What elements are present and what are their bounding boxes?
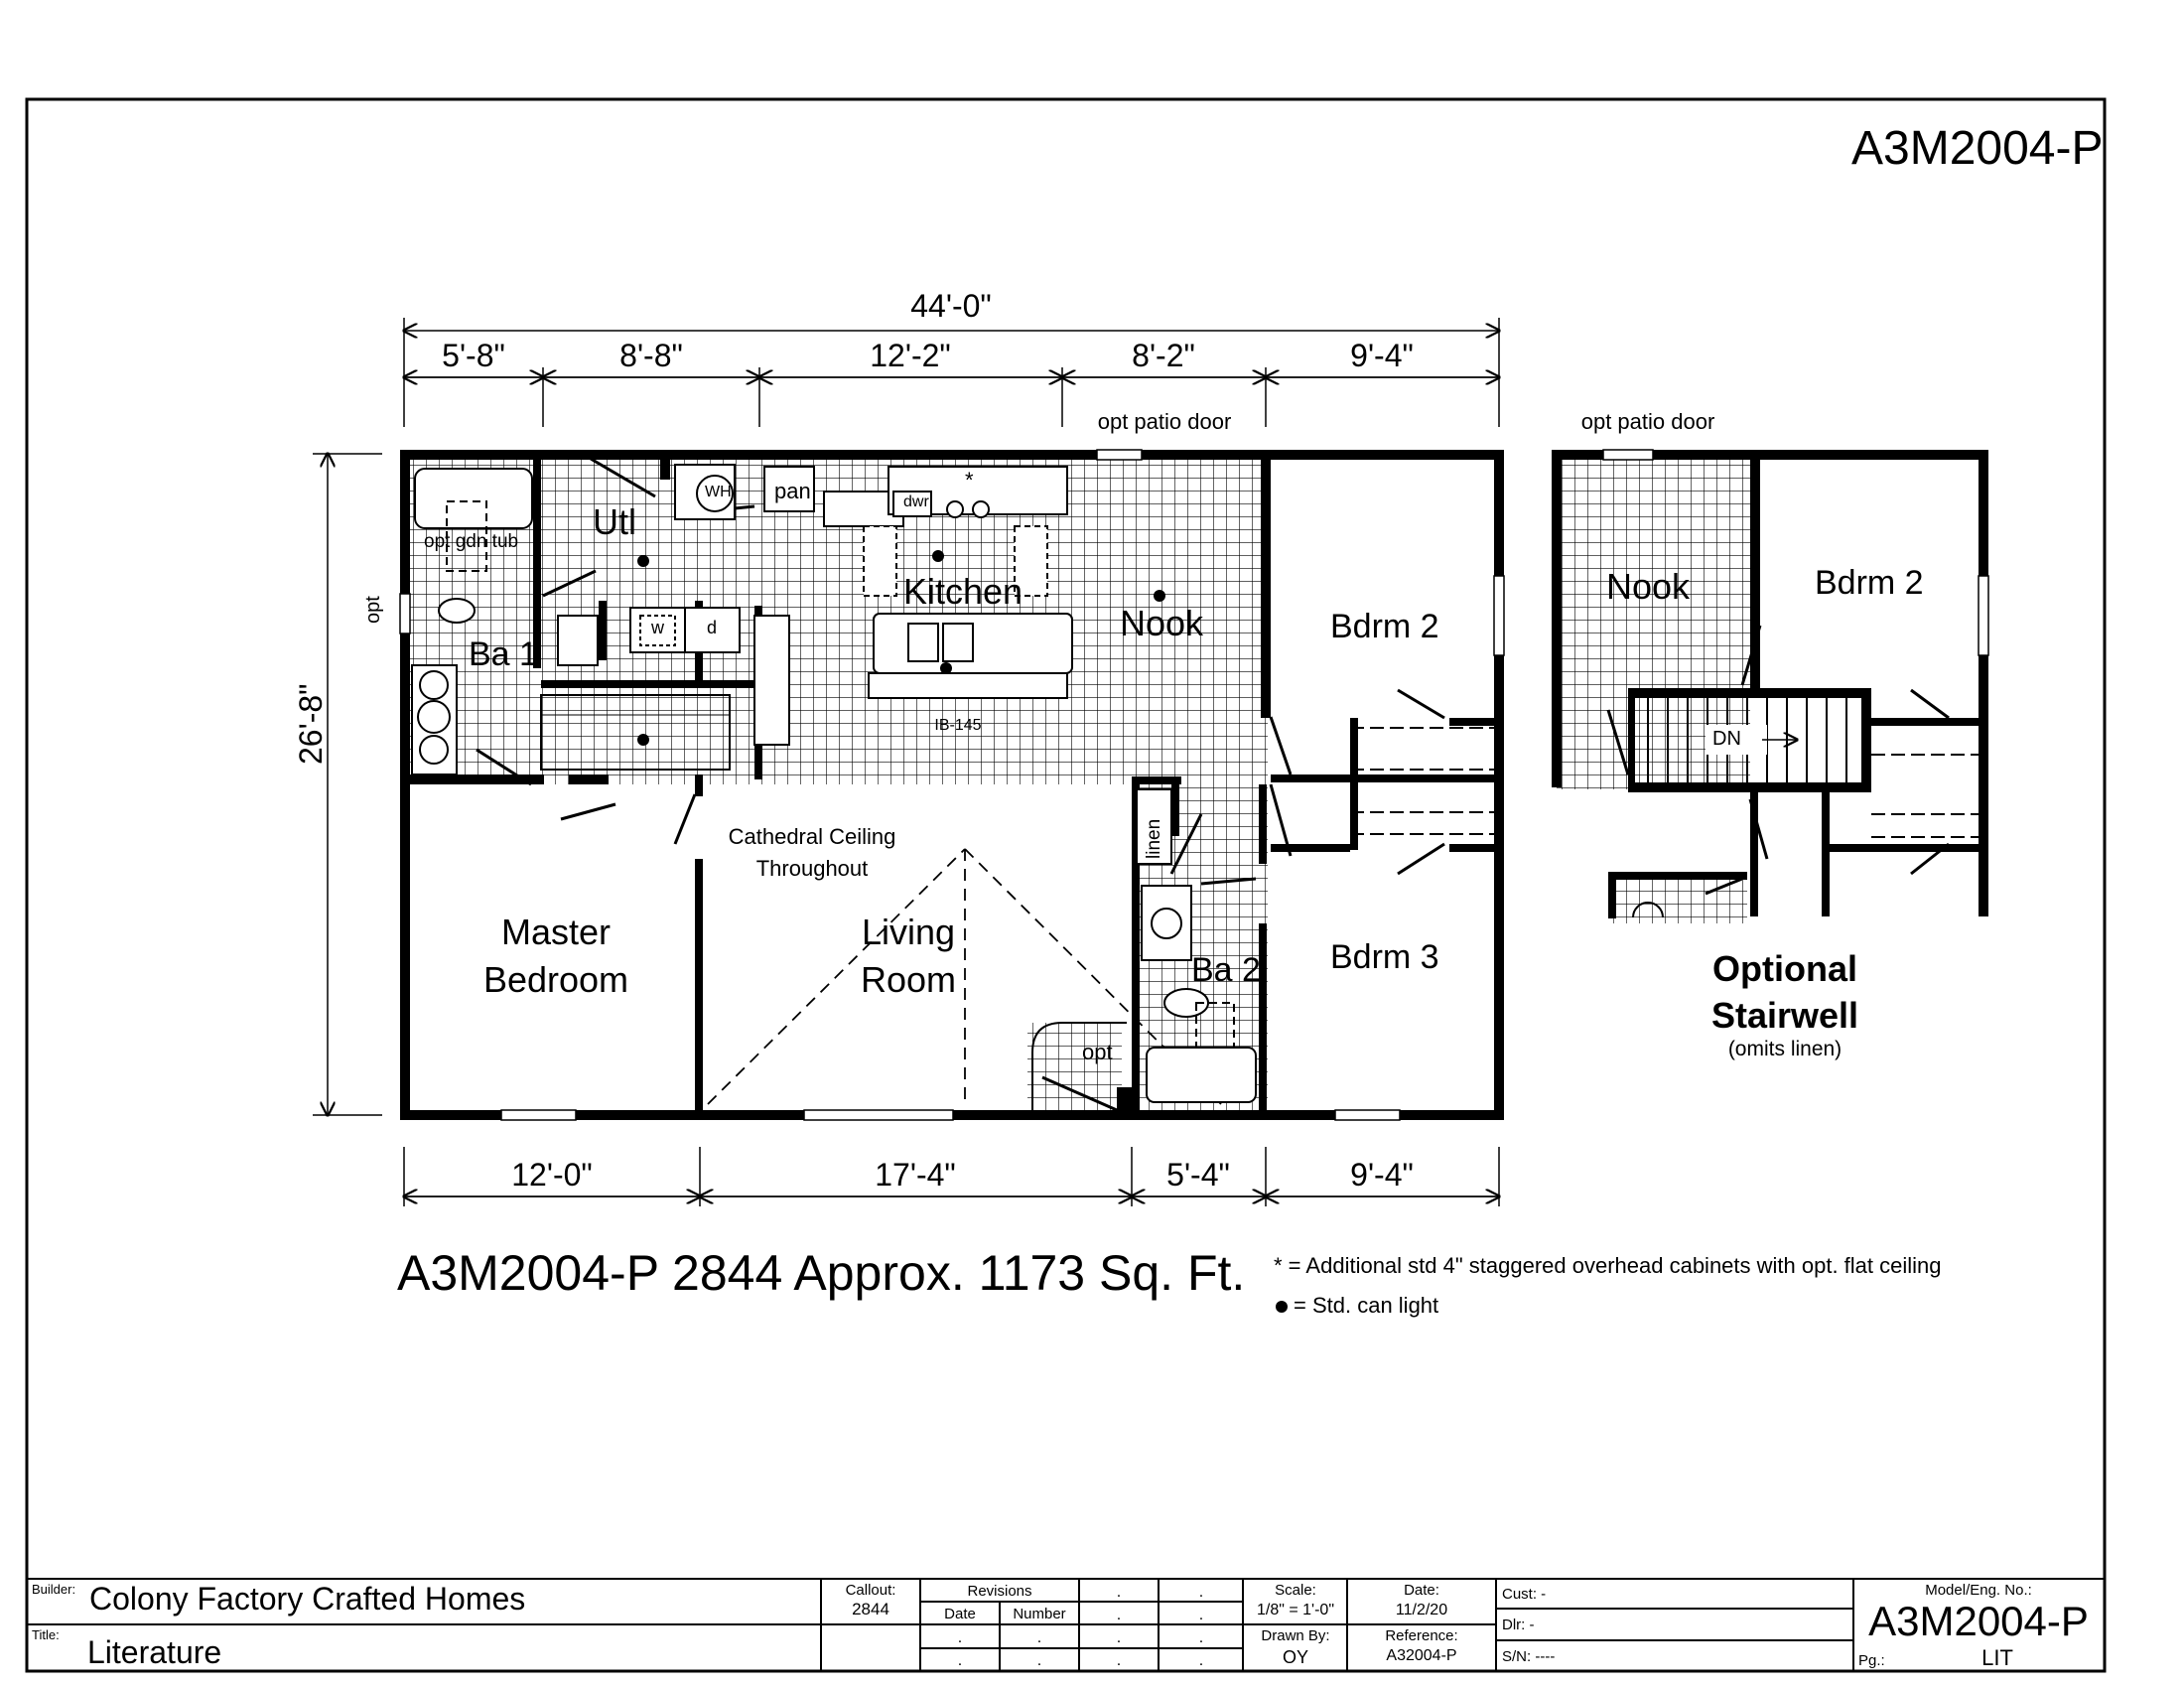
utility-fixtures xyxy=(629,464,790,746)
dim-top-4: 8'-2" xyxy=(1132,338,1195,373)
tb-dot-8: . xyxy=(1198,1629,1204,1646)
tb-dot-10: . xyxy=(1036,1652,1042,1669)
tb-dot-4: . xyxy=(1198,1607,1204,1623)
tb-drawn: OY xyxy=(1282,1647,1309,1667)
label-dryer: d xyxy=(707,618,718,637)
label-water-heater: WH xyxy=(705,484,732,500)
tb-drawn-label: Drawn By: xyxy=(1261,1627,1330,1644)
tb-sn: S/N: ---- xyxy=(1502,1648,1556,1665)
label-dwr: dwr xyxy=(903,493,929,510)
label-omits-linen: (omits linen) xyxy=(1727,1038,1843,1060)
label-pan: pan xyxy=(774,479,811,503)
tb-dot-1: . xyxy=(1116,1584,1122,1601)
tb-dot-3: . xyxy=(1116,1607,1122,1623)
label-cathedral-2: Throughout xyxy=(755,856,869,881)
label-opt-corner: opt xyxy=(1082,1040,1113,1064)
label-washer: w xyxy=(651,618,664,637)
label-master-1: Master xyxy=(500,912,612,952)
dim-total-width: 44'-0" xyxy=(910,288,992,324)
tb-scale-label: Scale: xyxy=(1275,1582,1316,1599)
kitchen-fixtures xyxy=(763,466,1073,699)
dim-top-5: 9'-4" xyxy=(1350,338,1414,373)
tb-dot-7: . xyxy=(1116,1629,1122,1646)
tile-floors xyxy=(409,457,1750,1117)
label-bdrm3: Bdrm 3 xyxy=(1330,938,1439,976)
label-ba1: Ba 1 xyxy=(469,635,538,673)
dim-bottom-4: 9'-4" xyxy=(1350,1157,1414,1193)
label-linen: linen xyxy=(1144,818,1164,859)
dim-bottom-3: 5'-4" xyxy=(1166,1157,1230,1193)
tb-dot-12: . xyxy=(1198,1652,1204,1669)
dim-top-1: 5'-8" xyxy=(442,338,505,373)
tb-dot-9: . xyxy=(957,1652,963,1669)
title-block-grid xyxy=(26,1578,2106,1672)
tb-pg: LIT xyxy=(1981,1645,2013,1670)
label-star: * xyxy=(965,468,974,492)
tb-pg-label: Pg.: xyxy=(1858,1652,1885,1669)
label-master-2: Bedroom xyxy=(482,959,629,1000)
label-opt-window: opt xyxy=(362,596,384,624)
dim-bottom-1: 12'-0" xyxy=(511,1157,593,1193)
label-living-1: Living xyxy=(861,912,956,952)
bath2-fixtures xyxy=(1136,788,1257,1103)
tb-rev-date: Date xyxy=(944,1606,976,1622)
tb-reference: A32004-P xyxy=(1386,1647,1457,1664)
label-island: IB-145 xyxy=(934,717,982,734)
label-optional: Optional xyxy=(1712,948,1857,989)
label-cathedral-1: Cathedral Ceiling xyxy=(728,824,896,849)
tb-date-label: Date: xyxy=(1404,1582,1439,1599)
tb-scale: 1/8" = 1'-0" xyxy=(1256,1602,1335,1618)
tb-revisions: Revisions xyxy=(967,1583,1032,1600)
dim-top-2: 8'-8" xyxy=(619,338,683,373)
tb-date: 11/2/20 xyxy=(1395,1602,1448,1618)
dim-top-3: 12'-2" xyxy=(870,338,951,373)
label-nook: Nook xyxy=(1120,603,1204,643)
tb-builder: Colony Factory Crafted Homes xyxy=(89,1581,526,1617)
tb-cust: Cust: - xyxy=(1502,1586,1547,1603)
label-kitchen: Kitchen xyxy=(903,571,1024,612)
tb-model-label: Model/Eng. No.: xyxy=(1925,1582,2032,1599)
note-can-light: = Std. can light xyxy=(1294,1293,1439,1318)
tb-builder-label: Builder: xyxy=(32,1582,76,1597)
tb-dot-11: . xyxy=(1116,1652,1122,1669)
label-opt-patio-door-alt: opt patio door xyxy=(1580,409,1715,434)
can-light-symbol xyxy=(1276,1301,1288,1313)
tb-callout: 2844 xyxy=(852,1600,889,1618)
dimension-lines xyxy=(313,318,1499,1206)
label-alt-nook: Nook xyxy=(1606,566,1691,607)
label-bdrm2: Bdrm 2 xyxy=(1330,608,1439,645)
label-opt-gdn-tub: opt gdn tub xyxy=(424,531,519,552)
dim-bottom-2: 17'-4" xyxy=(875,1157,956,1193)
note-cabinets: * = Additional std 4" staggered overhead… xyxy=(1274,1253,1942,1278)
tb-rev-number: Number xyxy=(1013,1606,1066,1622)
label-utl: Utl xyxy=(593,501,636,542)
tb-callout-label: Callout: xyxy=(845,1582,896,1599)
model-number-corner: A3M2004-P xyxy=(1851,122,2104,175)
opt-corner-fixture xyxy=(1031,1022,1127,1117)
stairwell-plan xyxy=(1552,449,1989,918)
openings xyxy=(399,449,1505,1121)
tb-dlr: Dlr: - xyxy=(1502,1617,1535,1633)
label-alt-bdrm2: Bdrm 2 xyxy=(1815,564,1924,602)
label-down: DN xyxy=(1712,728,1741,750)
tb-dot-5: . xyxy=(957,1629,963,1646)
label-ba2: Ba 2 xyxy=(1191,951,1261,989)
tb-title-label: Title: xyxy=(32,1627,60,1642)
dim-depth: 26'-8" xyxy=(293,683,329,765)
label-stairwell: Stairwell xyxy=(1710,995,1859,1036)
bath1-fixtures xyxy=(411,468,599,775)
tb-title: Literature xyxy=(87,1634,222,1670)
label-opt-patio-door: opt patio door xyxy=(1097,409,1232,434)
plan-title: A3M2004-P 2844 Approx. 1173 Sq. Ft. xyxy=(397,1245,1246,1301)
tb-dot-2: . xyxy=(1198,1584,1204,1601)
label-living-2: Room xyxy=(860,959,957,1000)
tb-dot-6: . xyxy=(1036,1629,1042,1646)
tb-reference-label: Reference: xyxy=(1385,1627,1458,1644)
tb-model: A3M2004-P xyxy=(1868,1598,2089,1644)
closets xyxy=(540,694,1494,835)
